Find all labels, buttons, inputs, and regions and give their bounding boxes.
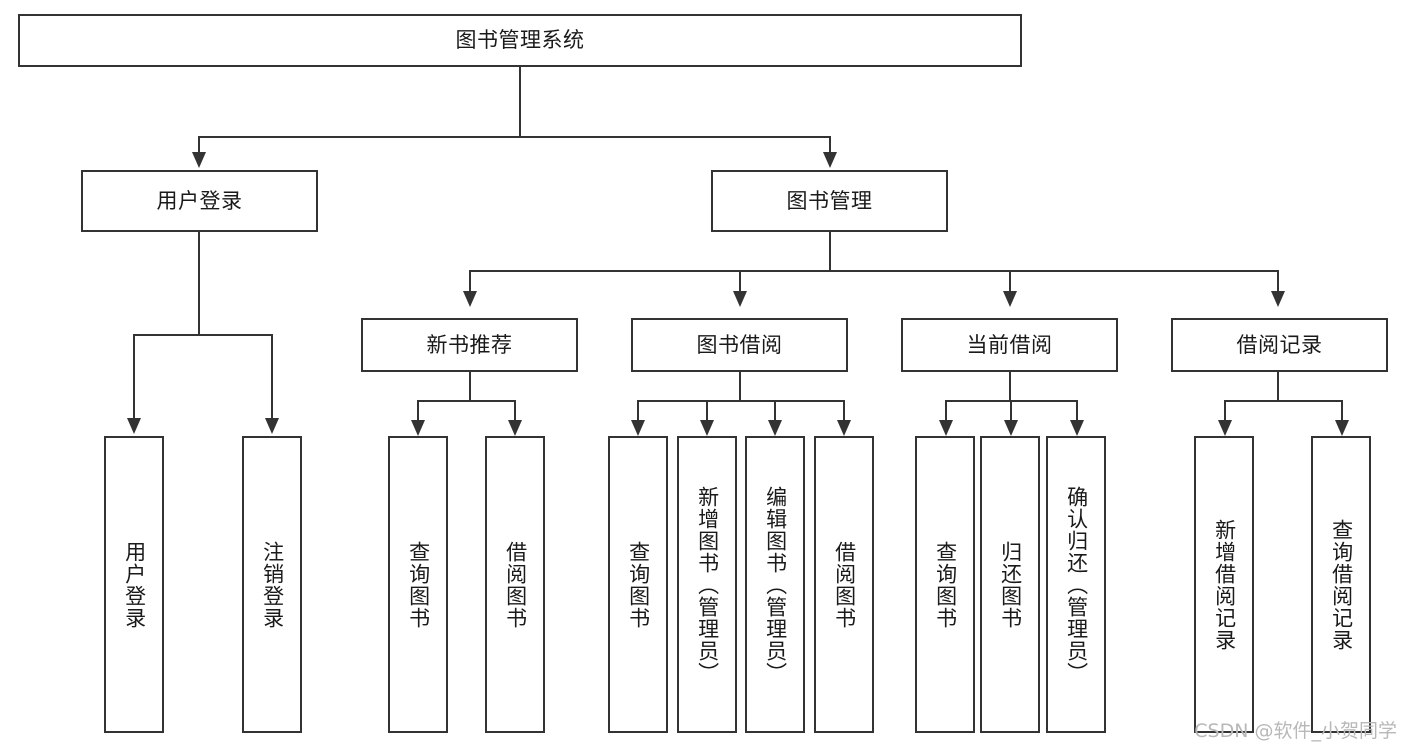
node-label: 归还图书 bbox=[998, 540, 1023, 629]
edge-borrow-record-stem bbox=[1277, 372, 1279, 401]
arrowhead-current-borrow-to-leaf-1 bbox=[939, 420, 953, 436]
edge-root-bus bbox=[198, 136, 831, 138]
arrowhead-book-borrow-to-leaf-2 bbox=[700, 420, 714, 436]
edge-root-stem bbox=[519, 67, 521, 137]
arrowhead-current-borrow-to-leaf-3 bbox=[1070, 420, 1084, 436]
edge-bm-to-current-borrow bbox=[1009, 270, 1011, 292]
edge-book-borrow-to-leaf-4 bbox=[843, 400, 845, 421]
arrowhead-bm-to-current-borrow bbox=[1003, 291, 1017, 307]
node-label: 图书管理系统 bbox=[455, 28, 585, 53]
node-leaf-user-login[interactable]: 用户登录 bbox=[104, 436, 164, 733]
arrowhead-book-borrow-to-leaf-3 bbox=[768, 420, 782, 436]
node-new-book-recommend[interactable]: 新书推荐 bbox=[361, 318, 578, 372]
node-label: 用户登录 bbox=[122, 540, 147, 629]
arrowhead-new-book-to-leaf-1 bbox=[411, 420, 425, 436]
node-label: 图书管理 bbox=[786, 188, 873, 213]
node-label: 新增借阅记录 bbox=[1212, 518, 1237, 651]
node-leaf-query-book-2[interactable]: 查询图书 bbox=[608, 436, 668, 733]
arrowhead-current-borrow-to-leaf-2 bbox=[1004, 420, 1018, 436]
arrowhead-book-borrow-to-leaf-4 bbox=[837, 420, 851, 436]
edge-book-borrow-stem bbox=[739, 372, 741, 401]
node-borrow-record[interactable]: 借阅记录 bbox=[1171, 318, 1388, 372]
edge-new-book-to-leaf-2 bbox=[514, 400, 516, 421]
arrowhead-user-login-to-leaf-2 bbox=[265, 418, 279, 434]
edge-book-management-bus bbox=[469, 270, 1277, 272]
arrowhead-borrow-record-to-leaf-1 bbox=[1218, 420, 1232, 436]
node-leaf-return-book[interactable]: 归还图书 bbox=[980, 436, 1040, 733]
node-book-management-system[interactable]: 图书管理系统 bbox=[18, 14, 1022, 67]
edge-current-borrow-to-leaf-2 bbox=[1010, 400, 1012, 421]
node-leaf-borrow-book-1[interactable]: 借阅图书 bbox=[485, 436, 545, 733]
arrowhead-bm-to-new-book bbox=[463, 291, 477, 307]
edge-current-borrow-to-leaf-1 bbox=[945, 400, 947, 421]
arrowhead-user-login-to-leaf-1 bbox=[127, 418, 141, 434]
edge-book-borrow-to-leaf-2 bbox=[706, 400, 708, 421]
edge-root-to-user-login bbox=[198, 136, 200, 154]
node-leaf-confirm-return[interactable]: 确认归还（管理员） bbox=[1046, 436, 1106, 733]
arrowhead-book-borrow-to-leaf-1 bbox=[631, 420, 645, 436]
edge-book-borrow-to-leaf-1 bbox=[637, 400, 639, 421]
edge-user-login-stem bbox=[198, 232, 200, 335]
edge-book-borrow-to-leaf-3 bbox=[774, 400, 776, 421]
node-label: 借阅图书 bbox=[832, 540, 857, 629]
arrowhead-root-to-book-management bbox=[823, 152, 837, 168]
edge-bm-to-book-borrow bbox=[739, 270, 741, 292]
node-label: 借阅图书 bbox=[503, 540, 528, 629]
node-user-login[interactable]: 用户登录 bbox=[81, 170, 318, 232]
node-current-borrow[interactable]: 当前借阅 bbox=[901, 318, 1118, 372]
node-label: 当前借阅 bbox=[966, 332, 1053, 357]
edge-user-login-to-leaf-1 bbox=[133, 334, 135, 419]
node-leaf-add-book[interactable]: 新增图书（管理员） bbox=[677, 436, 737, 733]
edge-root-to-book-management bbox=[829, 136, 831, 154]
edge-bm-to-new-book bbox=[469, 270, 471, 292]
arrowhead-root-to-user-login bbox=[192, 152, 206, 168]
edge-borrow-record-to-leaf-1 bbox=[1224, 400, 1226, 421]
edge-user-login-bus bbox=[133, 334, 273, 336]
node-label: 确认归还（管理员） bbox=[1064, 485, 1089, 684]
node-label: 查询图书 bbox=[933, 540, 958, 629]
node-leaf-borrow-book-2[interactable]: 借阅图书 bbox=[814, 436, 874, 733]
node-leaf-query-record[interactable]: 查询借阅记录 bbox=[1311, 436, 1371, 733]
node-label: 用户登录 bbox=[156, 188, 243, 213]
node-leaf-query-book-1[interactable]: 查询图书 bbox=[388, 436, 448, 733]
arrowhead-new-book-to-leaf-2 bbox=[508, 420, 522, 436]
edge-new-book-bus bbox=[417, 400, 515, 402]
node-leaf-query-book-3[interactable]: 查询图书 bbox=[915, 436, 975, 733]
node-label: 查询图书 bbox=[626, 540, 651, 629]
edge-new-book-to-leaf-1 bbox=[417, 400, 419, 421]
node-book-management[interactable]: 图书管理 bbox=[711, 170, 948, 232]
node-label: 查询借阅记录 bbox=[1329, 518, 1354, 651]
edge-current-borrow-stem bbox=[1009, 372, 1011, 401]
edge-borrow-record-to-leaf-2 bbox=[1341, 400, 1343, 421]
node-label: 查询图书 bbox=[406, 540, 431, 629]
node-label: 图书借阅 bbox=[696, 332, 783, 357]
arrowhead-bm-to-book-borrow bbox=[733, 291, 747, 307]
node-label: 编辑图书（管理员） bbox=[763, 485, 788, 684]
edge-user-login-to-leaf-2 bbox=[271, 334, 273, 419]
edge-current-borrow-to-leaf-3 bbox=[1076, 400, 1078, 421]
edge-new-book-stem bbox=[469, 372, 471, 401]
edge-book-borrow-bus bbox=[637, 400, 845, 402]
arrowhead-bm-to-borrow-record bbox=[1271, 291, 1285, 307]
node-leaf-logout-login[interactable]: 注销登录 bbox=[242, 436, 302, 733]
node-label: 注销登录 bbox=[260, 540, 285, 629]
node-label: 借阅记录 bbox=[1236, 332, 1323, 357]
edge-bm-to-borrow-record bbox=[1277, 270, 1279, 292]
edge-borrow-record-bus bbox=[1224, 400, 1342, 402]
node-book-borrow[interactable]: 图书借阅 bbox=[631, 318, 848, 372]
node-label: 新书推荐 bbox=[426, 332, 513, 357]
edge-book-management-stem bbox=[829, 232, 831, 271]
node-leaf-add-record[interactable]: 新增借阅记录 bbox=[1194, 436, 1254, 733]
arrowhead-borrow-record-to-leaf-2 bbox=[1335, 420, 1349, 436]
node-label: 新增图书（管理员） bbox=[695, 485, 720, 684]
node-leaf-edit-book[interactable]: 编辑图书（管理员） bbox=[745, 436, 805, 733]
